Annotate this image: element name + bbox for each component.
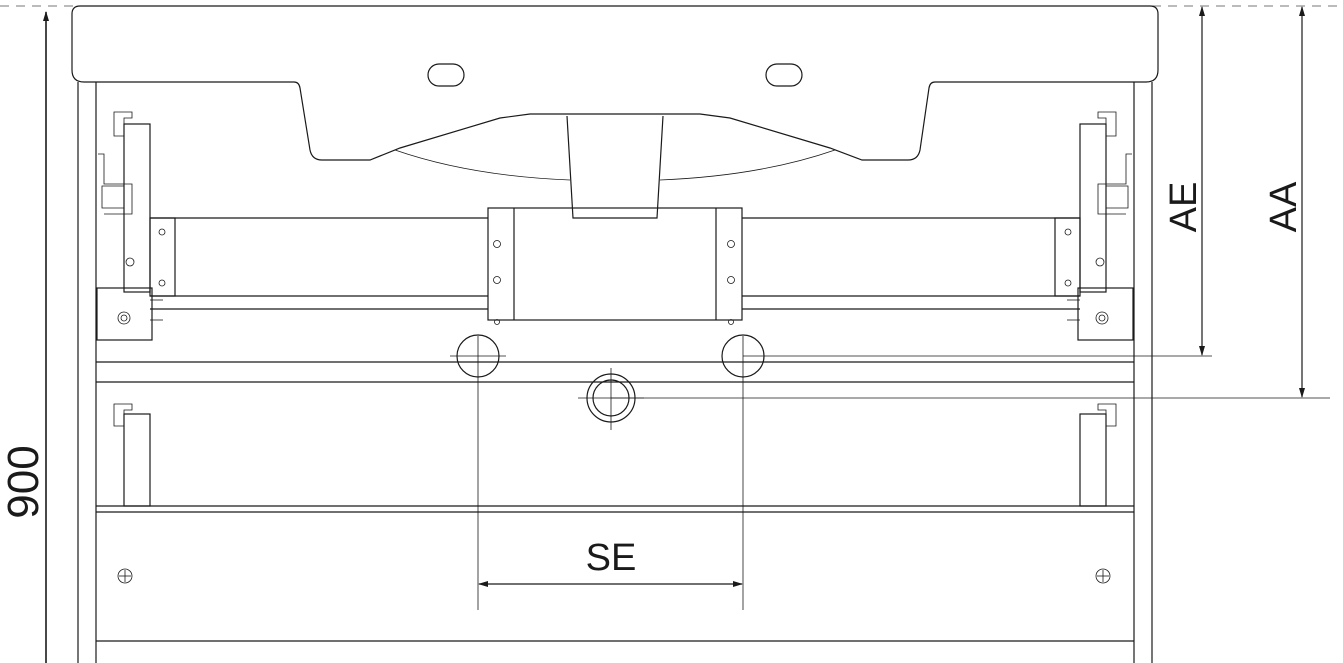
front-screw-left: [117, 568, 133, 584]
se-dimension-label: SE: [586, 537, 637, 579]
front-screw-right: [1095, 568, 1111, 584]
upper-rails: [150, 217, 1080, 310]
se-dimension: SE: [478, 537, 743, 587]
tap-hole-right: [765, 63, 803, 87]
aa-dimension: AA: [1263, 5, 1305, 398]
washbasin: [71, 5, 1159, 219]
lower-drawer-guides: [113, 403, 1117, 507]
ae-dimension-label: AE: [1163, 182, 1205, 233]
tap-hole-left: [427, 63, 465, 87]
height-dimension: 900: [0, 10, 49, 663]
siphon-bracket: [487, 207, 743, 325]
ae-dimension: AE: [1163, 5, 1205, 356]
aa-dimension-label: AA: [1263, 181, 1305, 232]
right-hinge-bracket: [1054, 111, 1134, 341]
left-hinge-bracket: [96, 111, 176, 341]
height-dimension-label: 900: [0, 445, 48, 518]
cabinet-frame: [77, 82, 1153, 663]
drain-connection: [578, 368, 644, 430]
